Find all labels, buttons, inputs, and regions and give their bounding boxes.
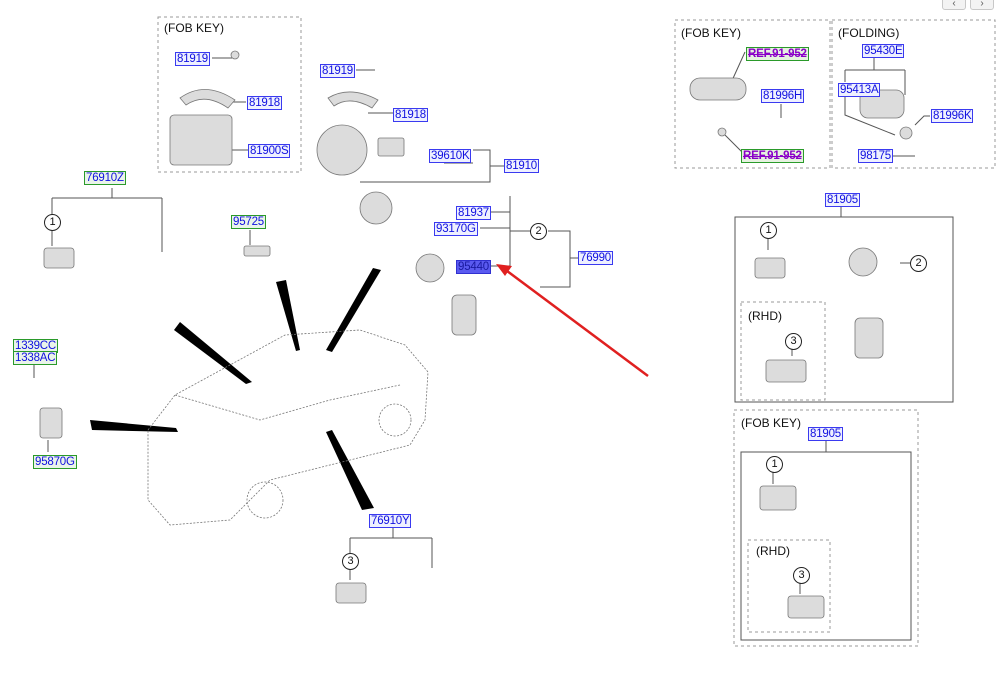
part-label-1339CC[interactable]: 1339CC [13,339,58,353]
part-label-76990[interactable]: 76990 [578,251,613,265]
callout-1: 1 [44,214,61,231]
part-label-95725[interactable]: 95725 [231,215,266,229]
callout-3: 3 [793,567,810,584]
part-label-81996H[interactable]: 81996H [761,89,805,103]
part-label-81919[interactable]: 81919 [320,64,355,78]
part-label-95870G[interactable]: 95870G [33,455,77,469]
part-label-76910Z[interactable]: 76910Z [84,171,126,185]
wedge-front [326,268,381,352]
part-label-95413A[interactable]: 95413A [838,83,881,97]
group-caption-fob-key: (FOB KEY) [741,416,802,430]
part-sketches [39,50,913,619]
vehicle-outline [147,329,429,526]
group-caption-folding: (FOLDING) [838,26,900,40]
part-label-81918[interactable]: 81918 [247,96,282,110]
group-box-folding [831,19,996,169]
group-caption-fob-key: (FOB KEY) [164,21,225,35]
part-label-93170G[interactable]: 93170G [434,222,478,236]
part-label-81919[interactable]: 81919 [175,52,210,66]
wedge-door [326,430,374,510]
part-label-1338AC[interactable]: 1338AC [13,351,58,365]
highlight-arrow [496,264,649,378]
part-label-81905[interactable]: 81905 [808,427,843,441]
group-box-fob-key-top [157,16,302,173]
ref-label-91-952[interactable]: REF.91-952 [746,47,809,61]
prev-button[interactable]: ‹ [942,0,966,10]
group-caption-fob-key: (FOB KEY) [681,26,742,40]
part-81900S-sketch [169,114,233,166]
group-box-fob-key-remote [674,19,831,169]
part-label-95440-selected[interactable]: 95440 [456,260,491,274]
part-label-81996K[interactable]: 81996K [931,109,974,123]
part-label-81937[interactable]: 81937 [456,206,491,220]
pointer-wedges [90,268,381,510]
wedge-tailgate [90,420,178,432]
group-caption-rhd: (RHD) [756,544,790,558]
part-label-81905[interactable]: 81905 [825,193,860,207]
group-box-rhd-1 [740,301,826,401]
chevron-left-icon: ‹ [952,0,956,9]
part-label-95430E[interactable]: 95430E [862,44,905,58]
wedge-rear-roof [174,322,252,384]
ref-label-91-952[interactable]: REF.91-952 [741,149,804,163]
part-label-81910[interactable]: 81910 [504,159,539,173]
part-label-98175[interactable]: 98175 [858,149,893,163]
callout-1: 1 [760,222,777,239]
callout-1: 1 [766,456,783,473]
part-label-76910Y[interactable]: 76910Y [369,514,412,528]
part-label-81918[interactable]: 81918 [393,108,428,122]
next-button[interactable]: › [970,0,994,10]
part-label-39610K[interactable]: 39610K [429,149,472,163]
callout-2: 2 [910,255,927,272]
part-label-81900S[interactable]: 81900S [248,144,291,158]
callout-2: 2 [530,223,547,240]
part-81910-sketch [316,124,368,176]
chevron-right-icon: › [980,0,984,9]
wedge-roof-antenna [276,280,300,351]
callout-3: 3 [342,553,359,570]
group-box-fob-key-bottom [733,409,919,647]
group-caption-rhd: (RHD) [748,309,782,323]
group-box-rhd-2 [747,539,831,633]
callout-3: 3 [785,333,802,350]
kit-box-81905-a [734,216,954,403]
